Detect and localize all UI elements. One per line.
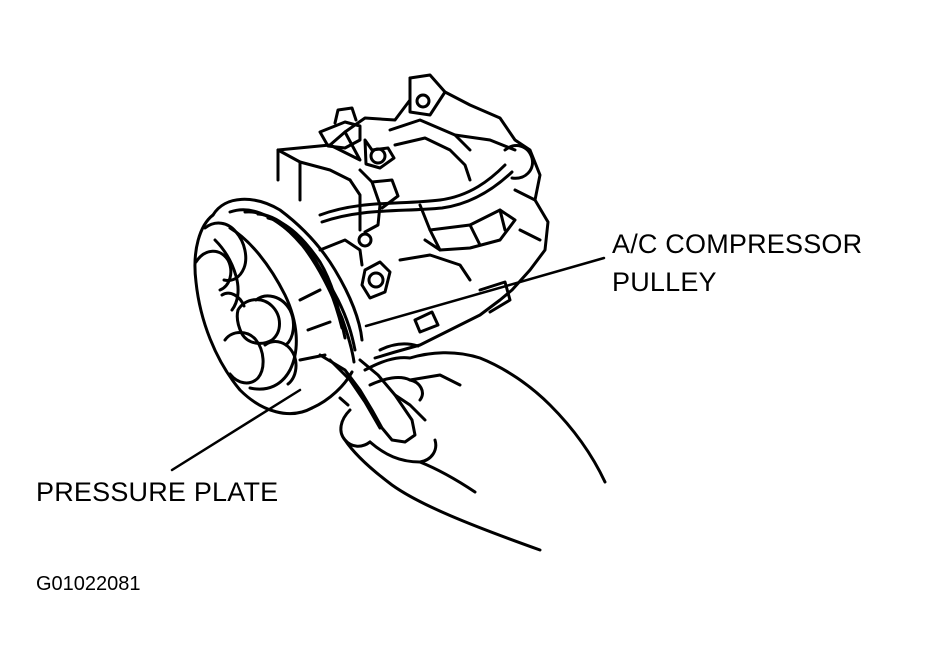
figure-id: G01022081 bbox=[36, 573, 141, 595]
pressure-plate bbox=[194, 221, 332, 386]
ac-compressor-pulley-label: A/C COMPRESSOR PULLEY bbox=[612, 225, 862, 301]
ac-compressor-pulley-label-line-2: PULLEY bbox=[612, 267, 717, 297]
leader-line-ac-compressor-pulley bbox=[364, 256, 606, 328]
pulley bbox=[193, 197, 364, 416]
compressor-body bbox=[276, 73, 550, 360]
hand-with-tool bbox=[318, 342, 607, 552]
leader-line-pressure-plate bbox=[170, 388, 302, 472]
ac-compressor-pulley-label-line-1: A/C COMPRESSOR bbox=[612, 229, 863, 259]
pressure-plate-label: PRESSURE PLATE bbox=[36, 477, 279, 507]
